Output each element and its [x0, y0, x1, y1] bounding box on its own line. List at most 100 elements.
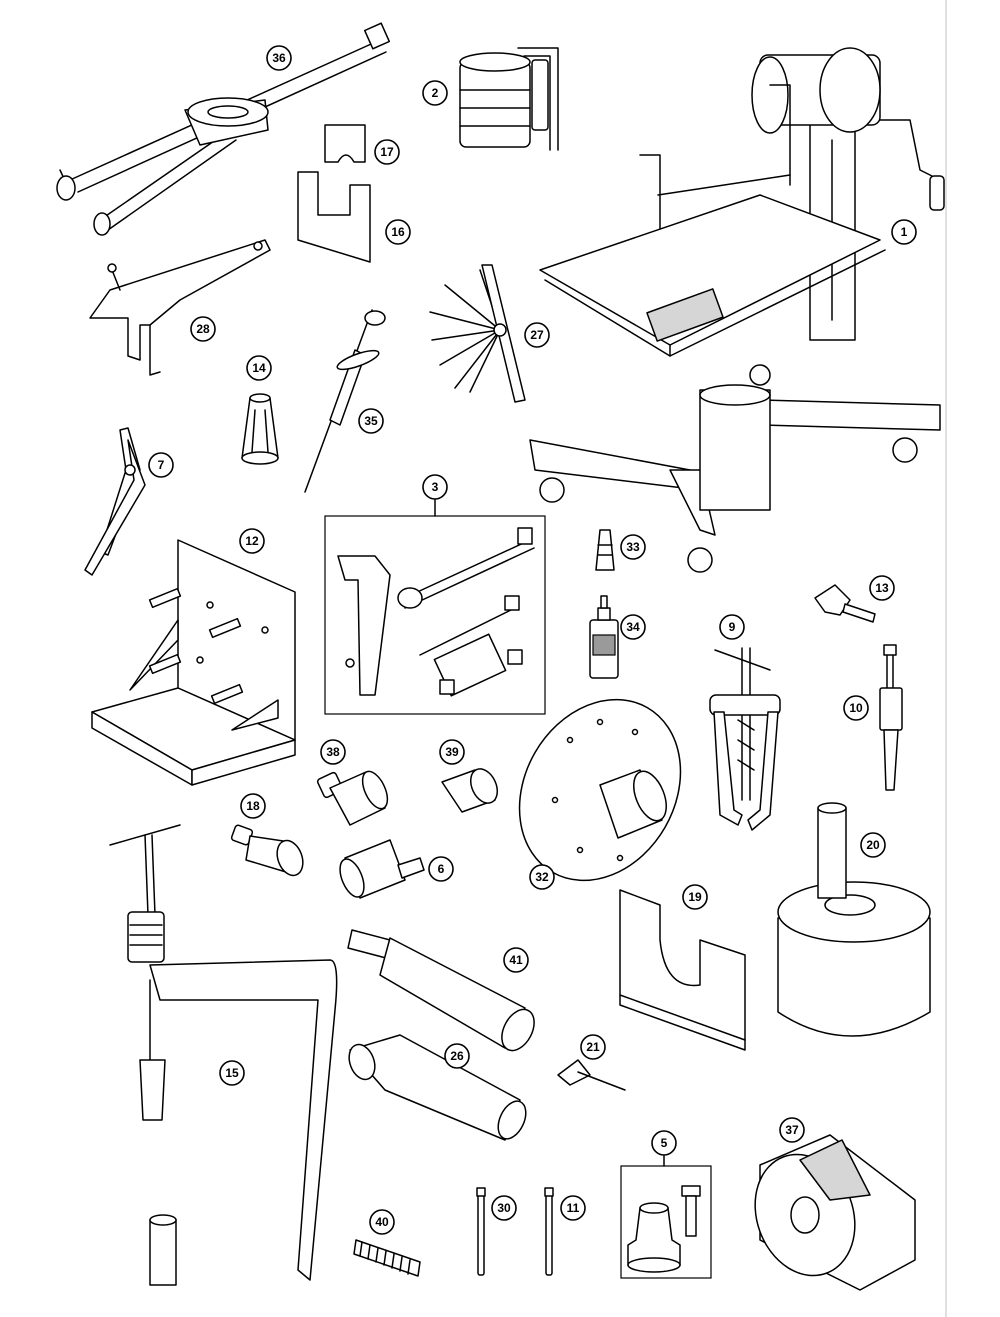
tool-18-adapter-icon	[230, 824, 304, 877]
callout-32	[529, 864, 555, 890]
tool-13-wing-screw-icon	[814, 584, 876, 623]
callout-14	[246, 355, 272, 381]
callout-38-label: 38	[326, 745, 340, 759]
callout-30	[491, 1195, 517, 1221]
callout-16	[385, 219, 411, 245]
tool-27-feeler-gauge-icon	[429, 264, 526, 403]
tool-19-support-plate-icon	[619, 889, 746, 1051]
callout-26-label: 26	[450, 1049, 464, 1063]
tool-5-insert-tool-icon	[620, 1155, 712, 1279]
callout-41-label: 41	[509, 953, 523, 967]
tool-6-press-drift-icon	[339, 839, 425, 899]
callout-17-label: 17	[380, 145, 394, 159]
callout-2	[422, 80, 448, 106]
tool-7-circlip-pliers-icon	[84, 427, 146, 576]
callout-38	[320, 739, 346, 765]
callout-27-label: 27	[530, 328, 544, 342]
tool-39-drift-icon	[441, 768, 499, 813]
callout-41	[503, 947, 529, 973]
callout-10	[843, 695, 869, 721]
callout-1	[891, 219, 917, 245]
callout-11-label: 11	[567, 1201, 580, 1215]
callout-11	[560, 1195, 586, 1221]
callout-21	[580, 1034, 606, 1060]
callout-34	[620, 614, 646, 640]
callout-9-label: 9	[729, 620, 736, 634]
tool-36-bearing-puller-bolts-icon	[56, 22, 391, 236]
callout-37-label: 37	[785, 1123, 799, 1137]
callout-5	[651, 1130, 677, 1156]
callout-39	[439, 739, 465, 765]
callout-5-label: 5	[661, 1136, 668, 1150]
tool-15-valve-spring-compressor-icon	[109, 824, 338, 1286]
tool-30-pin-icon	[476, 1187, 486, 1276]
tool-20-press-tool-icon	[777, 802, 931, 1037]
callout-6-label: 6	[438, 862, 445, 876]
tool-32-degree-disc-icon	[518, 698, 682, 882]
tool-1-engine-work-stand-icon	[529, 47, 945, 573]
tool-12-engine-fixture-plate-icon	[91, 539, 296, 786]
callout-7	[148, 452, 174, 478]
callout-39-label: 39	[445, 745, 459, 759]
tool-34-loctite-bottle-icon	[589, 595, 619, 679]
callout-7-label: 7	[158, 458, 165, 472]
tool-33-sealant-tube-icon	[595, 529, 615, 571]
tool-16-piston-holder-block-icon	[297, 171, 371, 263]
callout-1-label: 1	[901, 225, 908, 239]
callout-40-label: 40	[375, 1215, 389, 1229]
callout-3-label: 3	[432, 480, 439, 494]
callout-15	[219, 1060, 245, 1086]
callout-34-label: 34	[626, 620, 640, 634]
callout-20	[860, 832, 886, 858]
tool-38-drift-icon	[316, 770, 389, 826]
callout-27	[524, 322, 550, 348]
tool-21-gauge-hook-icon	[557, 1059, 626, 1091]
callout-37	[779, 1117, 805, 1143]
callout-21-label: 21	[586, 1040, 600, 1054]
callout-18	[240, 793, 266, 819]
callout-12-label: 12	[245, 534, 259, 548]
tool-17-piston-holder-small-icon	[324, 124, 366, 163]
tool-3-mounting-bracket-icon	[324, 499, 546, 715]
tool-14-sleeve-icon	[241, 393, 279, 465]
callout-9	[719, 614, 745, 640]
callout-32-label: 32	[535, 870, 549, 884]
callout-10-label: 10	[849, 701, 863, 715]
callout-12	[239, 528, 265, 554]
tool-26-socket-wrench-icon	[348, 1034, 527, 1141]
tool-10-internal-puller-icon	[879, 644, 903, 791]
callout-13	[869, 575, 895, 601]
tool-28-holding-spanner-icon	[89, 239, 271, 376]
callout-6	[428, 856, 454, 882]
tool-2-piston-ring-compressor-icon	[459, 47, 559, 151]
callout-2-label: 2	[432, 86, 439, 100]
callout-30-label: 30	[497, 1201, 511, 1215]
callout-26	[444, 1043, 470, 1069]
callout-40	[369, 1209, 395, 1235]
callout-19-label: 19	[688, 890, 702, 904]
callout-33	[620, 534, 646, 560]
callout-20-label: 20	[866, 838, 880, 852]
callout-17	[374, 139, 400, 165]
tool-41-long-drift-icon	[347, 929, 535, 1052]
tool-9-two-arm-puller-icon	[709, 647, 781, 831]
callout-3	[422, 474, 448, 500]
callout-14-label: 14	[252, 361, 266, 375]
callout-16-label: 16	[391, 225, 405, 239]
tool-37-bell-press-icon	[754, 1134, 916, 1291]
callout-19	[682, 884, 708, 910]
callout-36-label: 36	[272, 51, 286, 65]
callout-18-label: 18	[246, 799, 260, 813]
callout-35-label: 35	[364, 414, 378, 428]
callout-13-label: 13	[875, 581, 889, 595]
callout-33-label: 33	[626, 540, 640, 554]
tool-35-slide-hammer-small-icon	[304, 309, 386, 493]
tool-40-spring-icon	[353, 1239, 421, 1277]
callout-36	[266, 45, 292, 71]
callout-28	[190, 316, 216, 342]
tool-11-pin-icon	[544, 1187, 554, 1276]
callout-15-label: 15	[225, 1066, 239, 1080]
callout-28-label: 28	[196, 322, 210, 336]
callout-35	[358, 408, 384, 434]
